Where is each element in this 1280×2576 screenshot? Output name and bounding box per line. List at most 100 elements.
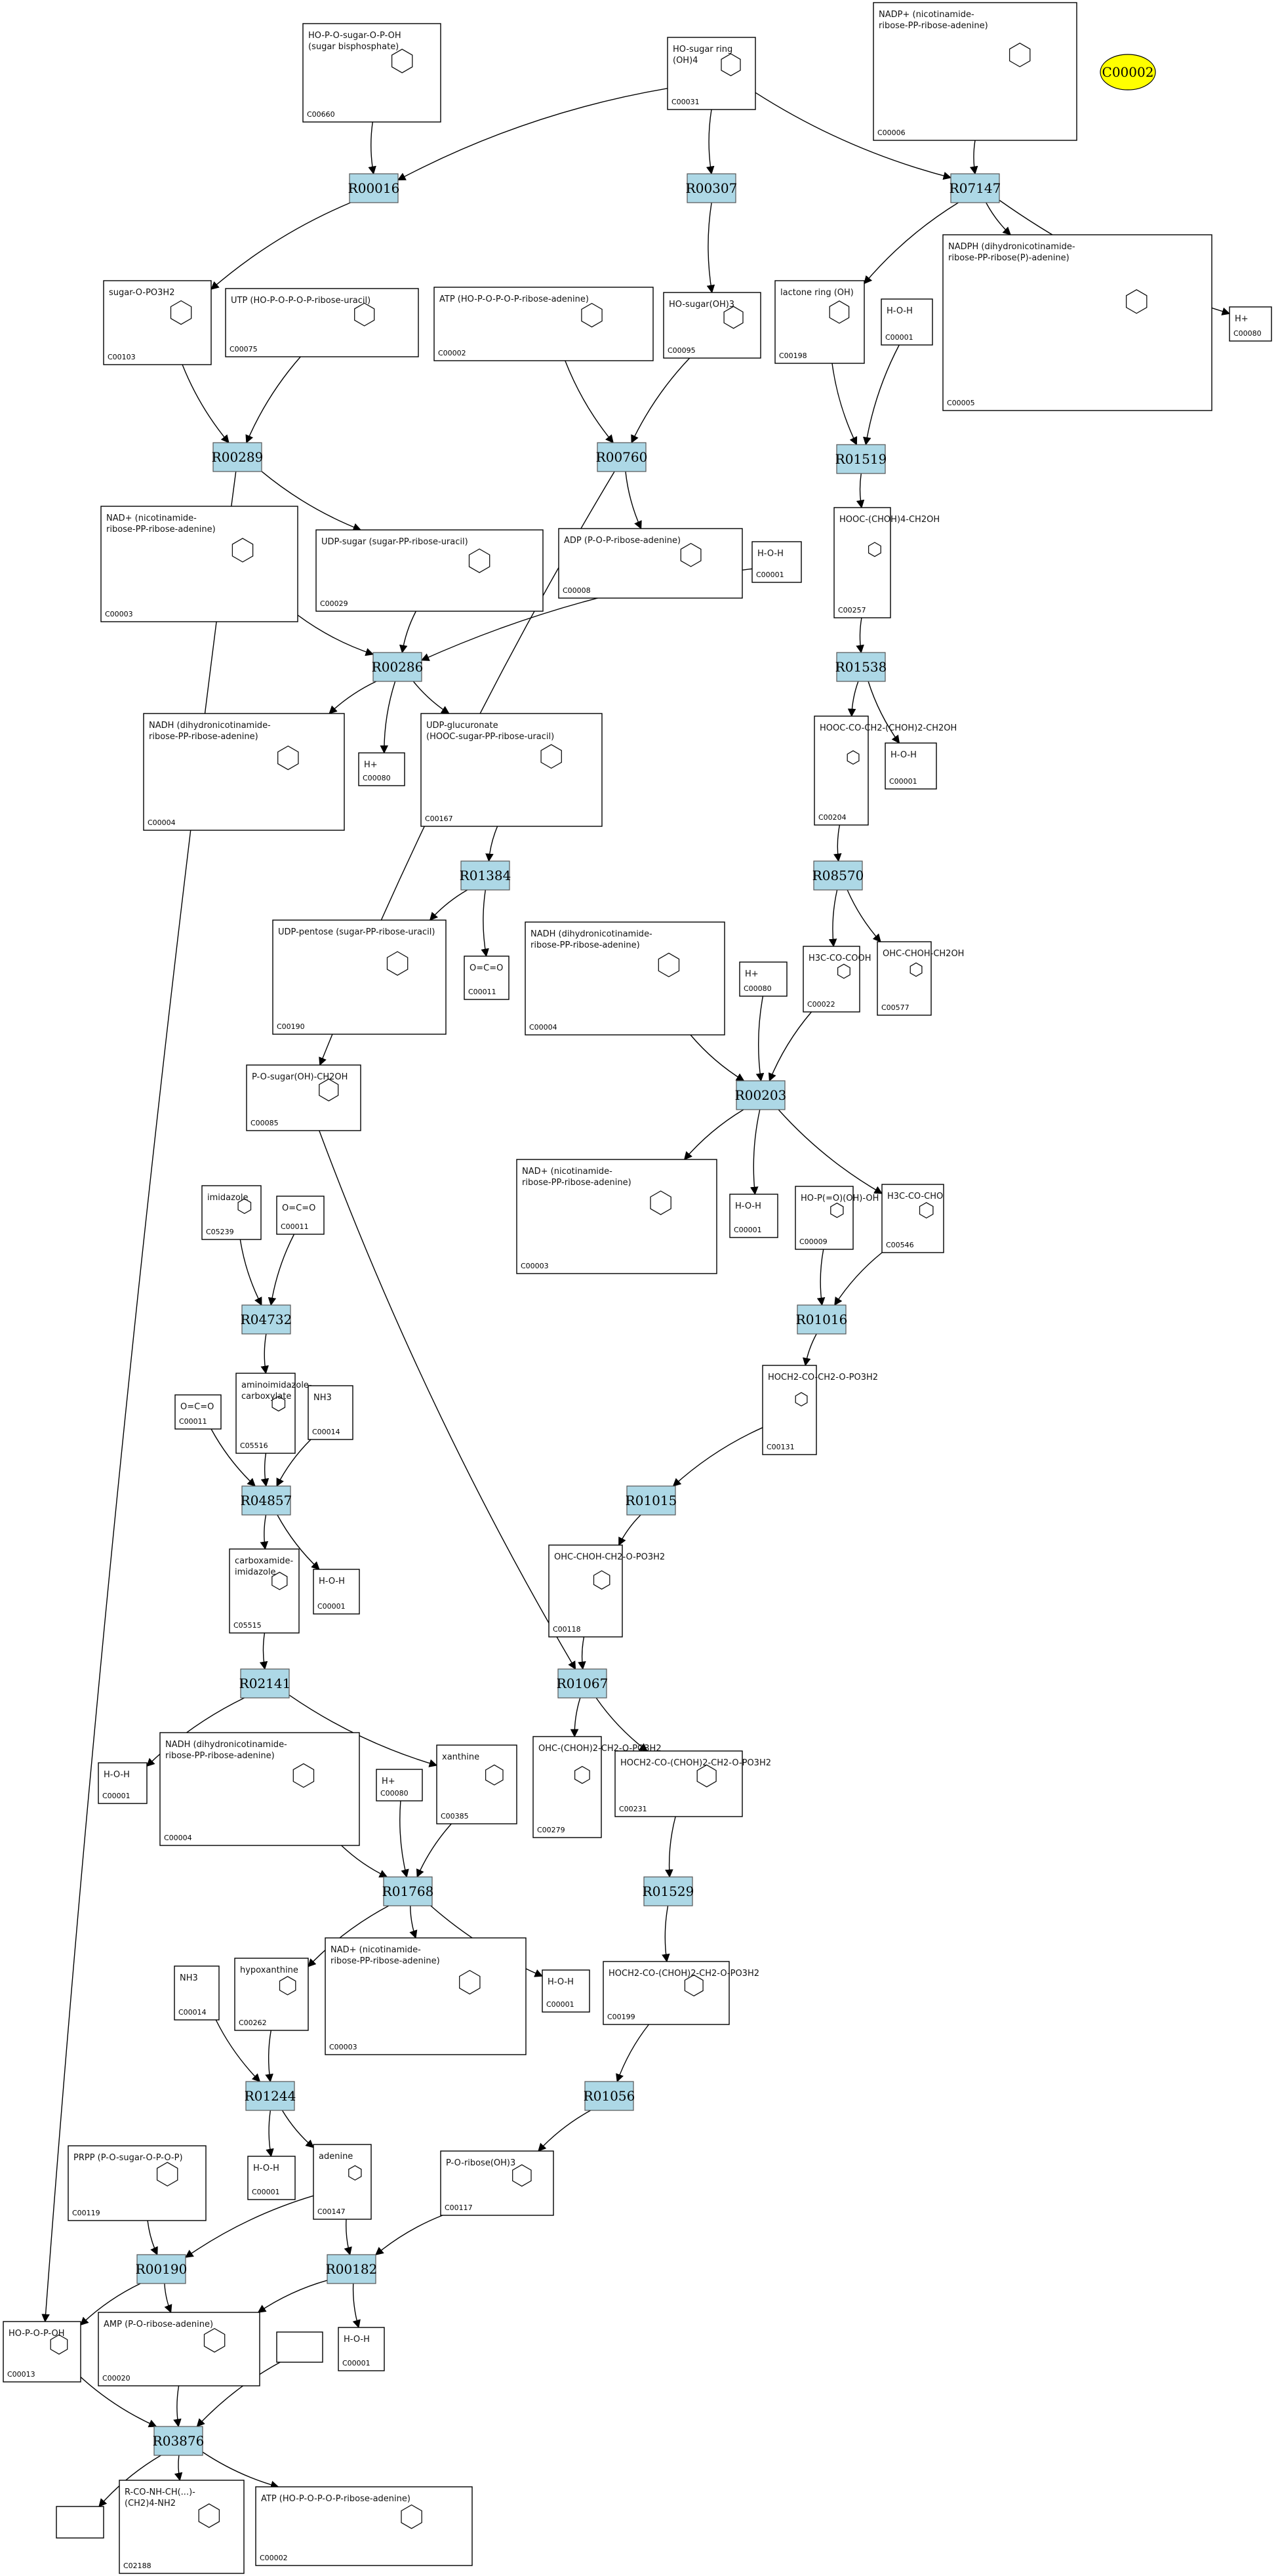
compound-structure-text: carboxamide- <box>235 1556 293 1566</box>
reaction-r04857[interactable]: R04857 <box>241 1485 292 1516</box>
reaction-r01056[interactable]: R01056 <box>584 2081 635 2111</box>
reaction-r00289[interactable]: R00289 <box>212 442 264 472</box>
reaction-r01016[interactable]: R01016 <box>796 1304 848 1335</box>
highlighted-compound[interactable]: C00002 <box>1100 54 1156 91</box>
compound-c00080[interactable]: H+C00080 <box>376 1769 423 1801</box>
compound-c00004[interactable]: NADH (dihydronicotinamide-ribose-PP-ribo… <box>143 713 345 831</box>
ring-glyph <box>680 542 702 567</box>
compound-c00660[interactable]: HO-P-O-sugar-O-P-OH(sugar bisphosphate)C… <box>302 23 441 123</box>
edge <box>755 996 765 1082</box>
reaction-r03876[interactable]: R03876 <box>153 2426 205 2456</box>
reaction-r08570[interactable]: R08570 <box>812 860 864 891</box>
reaction-r01538[interactable]: R01538 <box>835 652 887 682</box>
compound-c00167[interactable]: UDP-glucuronate(HOOC-sugar-PP-ribose-ura… <box>420 713 603 827</box>
ring-glyph <box>837 963 850 979</box>
empty-compound-box[interactable] <box>56 2506 104 2539</box>
compound-c00003[interactable]: NAD+ (nicotinamide-ribose-PP-ribose-aden… <box>100 506 298 622</box>
compound-id-label: C00080 <box>744 984 772 993</box>
reaction-r00016[interactable]: R00016 <box>348 173 400 203</box>
reaction-r00182[interactable]: R00182 <box>326 2254 378 2284</box>
reaction-r01384[interactable]: R01384 <box>460 860 511 891</box>
reaction-label: R00203 <box>735 1087 787 1103</box>
compound-c00119[interactable]: PRPP (P-O-sugar-O-P-O-P)C00119 <box>68 2145 207 2221</box>
reaction-r00286[interactable]: R00286 <box>372 652 424 682</box>
reaction-r01519[interactable]: R01519 <box>835 444 887 474</box>
edge <box>969 140 978 175</box>
empty-compound-box[interactable] <box>276 2331 323 2363</box>
reaction-r00307[interactable]: R00307 <box>686 173 738 203</box>
compound-c00006[interactable]: NADP+ (nicotinamide-ribose-PP-ribose-ade… <box>873 2 1077 141</box>
compound-c00198[interactable]: lactone ring (OH)C00198 <box>774 280 865 364</box>
reaction-r00760[interactable]: R00760 <box>596 442 648 472</box>
reaction-r04732[interactable]: R04732 <box>241 1304 292 1335</box>
compound-c00002[interactable]: ATP (HO-P-O-P-O-P-ribose-adenine)C00002 <box>255 2486 473 2566</box>
compound-c00029[interactable]: UDP-sugar (sugar-PP-ribose-uracil)C00029 <box>315 529 544 612</box>
reaction-r00190[interactable]: R00190 <box>136 2254 188 2284</box>
compound-c00190[interactable]: UDP-pentose (sugar-PP-ribose-uracil)C001… <box>272 919 447 1035</box>
reaction-r01067[interactable]: R01067 <box>557 1668 609 1699</box>
reaction-r01768[interactable]: R01768 <box>382 1876 434 1906</box>
compound-c00003[interactable]: NAD+ (nicotinamide-ribose-PP-ribose-aden… <box>516 1159 717 1274</box>
compound-c00008[interactable]: ADP (P-O-P-ribose-adenine)C00008 <box>558 528 743 599</box>
compound-nodes: HO-P-O-sugar-O-P-OH(sugar bisphosphate)C… <box>3 2 1272 2574</box>
compound-c00004[interactable]: NADH (dihydronicotinamide-ribose-PP-ribo… <box>159 1732 360 1846</box>
compound-c00005[interactable]: NADPH (dihydronicotinamide-ribose-PP-rib… <box>942 234 1212 411</box>
reaction-r00203[interactable]: R00203 <box>735 1080 787 1110</box>
reaction-r02141[interactable]: R02141 <box>239 1668 291 1699</box>
compound-c00004[interactable]: NADH (dihydronicotinamide-ribose-PP-ribo… <box>525 921 725 1036</box>
compound-c00020[interactable]: AMP (P-O-ribose-adenine)C00020 <box>98 2312 260 2386</box>
compound-c00080[interactable]: H+C00080 <box>1229 306 1272 342</box>
compound-c00003[interactable]: NAD+ (nicotinamide-ribose-PP-ribose-aden… <box>325 1937 527 2055</box>
reaction-r01244[interactable]: R01244 <box>245 2081 296 2111</box>
compound-c00002[interactable]: ATP (HO-P-O-P-O-P-ribose-adenine)C00002 <box>433 287 654 361</box>
compound-structure-text: carboxylate <box>241 1392 291 1401</box>
compound-id-label: C00022 <box>807 1000 835 1009</box>
compound-c00075[interactable]: UTP (HO-P-O-P-O-P-ribose-uracil)C00075 <box>225 288 419 357</box>
edge <box>215 2019 261 2082</box>
compound-c00080[interactable]: H+C00080 <box>358 752 405 786</box>
reaction-r01015[interactable]: R01015 <box>626 1485 677 1516</box>
reaction-r01529[interactable]: R01529 <box>643 1876 694 1906</box>
compound-box <box>3 2321 81 2383</box>
compound-c00080[interactable]: H+C00080 <box>739 961 788 997</box>
reaction-r07147[interactable]: R07147 <box>950 173 1001 203</box>
